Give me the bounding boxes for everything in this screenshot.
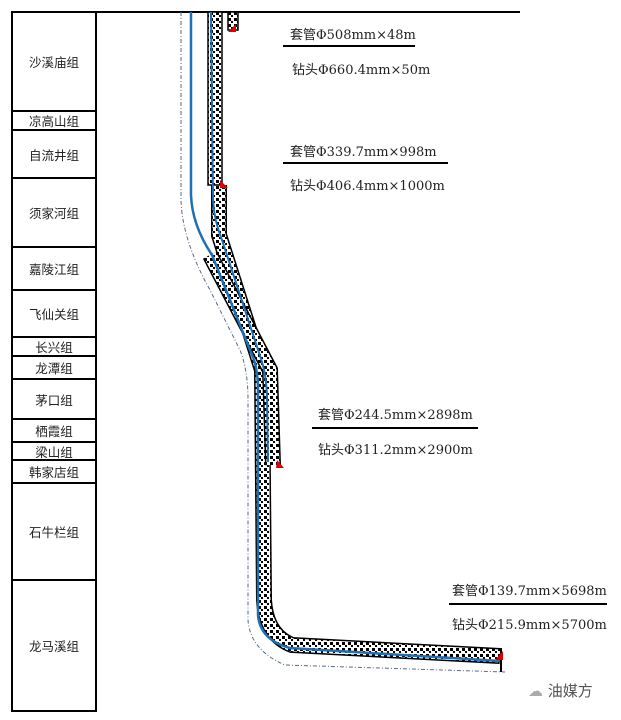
- label-divider: [283, 45, 415, 47]
- stratum-layer: 须家河组: [13, 179, 95, 248]
- casing-label: 套管Φ139.7mm×5698m: [452, 584, 607, 599]
- wechat-icon: ☁: [528, 682, 548, 700]
- stratum-layer: 飞仙关组: [13, 291, 95, 338]
- label-divider: [312, 427, 478, 429]
- stratum-layer: 龙马溪组: [13, 581, 95, 712]
- strata-column: 沙溪庙组 凉高山组 自流井组 须家河组 嘉陵江组 飞仙关组 长兴组 龙潭组 茅口…: [11, 11, 97, 712]
- surface-cement: [207, 11, 223, 186]
- stratum-layer: 龙潭组: [13, 357, 95, 380]
- stratum-layer: 茅口组: [13, 380, 95, 420]
- stratum-layer: 长兴组: [13, 338, 95, 357]
- casing-label: 套管Φ339.7mm×998m: [290, 145, 437, 160]
- bit-label: 钻头Φ215.9mm×5700m: [452, 618, 607, 633]
- label-divider: [449, 603, 607, 605]
- bit-label: 钻头Φ406.4mm×1000m: [290, 179, 445, 194]
- production-casing-line: [189, 12, 501, 663]
- stratum-layer: 嘉陵江组: [13, 248, 95, 291]
- casing-shoe-icon: [220, 180, 228, 188]
- bit-label: 钻头Φ311.2mm×2900m: [318, 443, 473, 458]
- bit-label: 钻头Φ660.4mm×50m: [292, 63, 431, 78]
- borehole-wall: [180, 12, 506, 673]
- stratum-layer: 凉高山组: [13, 112, 95, 131]
- stratum-layer: 韩家店组: [13, 461, 95, 484]
- watermark-text: 油媒方: [547, 682, 593, 700]
- stratum-layer: 沙溪庙组: [13, 13, 95, 112]
- stratum-layer: 梁山组: [13, 443, 95, 461]
- casing-shoe-icon: [276, 460, 284, 468]
- stratum-layer: 栖霞组: [13, 420, 95, 443]
- casing-label: 套管Φ508mm×48m: [290, 28, 416, 43]
- casing-label: 套管Φ244.5mm×2898m: [318, 408, 473, 423]
- intermediate-casing-line: [210, 11, 269, 463]
- stratum-layer: 石牛栏组: [13, 484, 95, 581]
- label-divider: [283, 162, 448, 164]
- watermark: ☁ 油媒方: [528, 680, 593, 701]
- casing-shoe-icon: [228, 24, 236, 32]
- stratum-layer: 自流井组: [13, 131, 95, 179]
- casing-shoe-icon: [495, 651, 503, 660]
